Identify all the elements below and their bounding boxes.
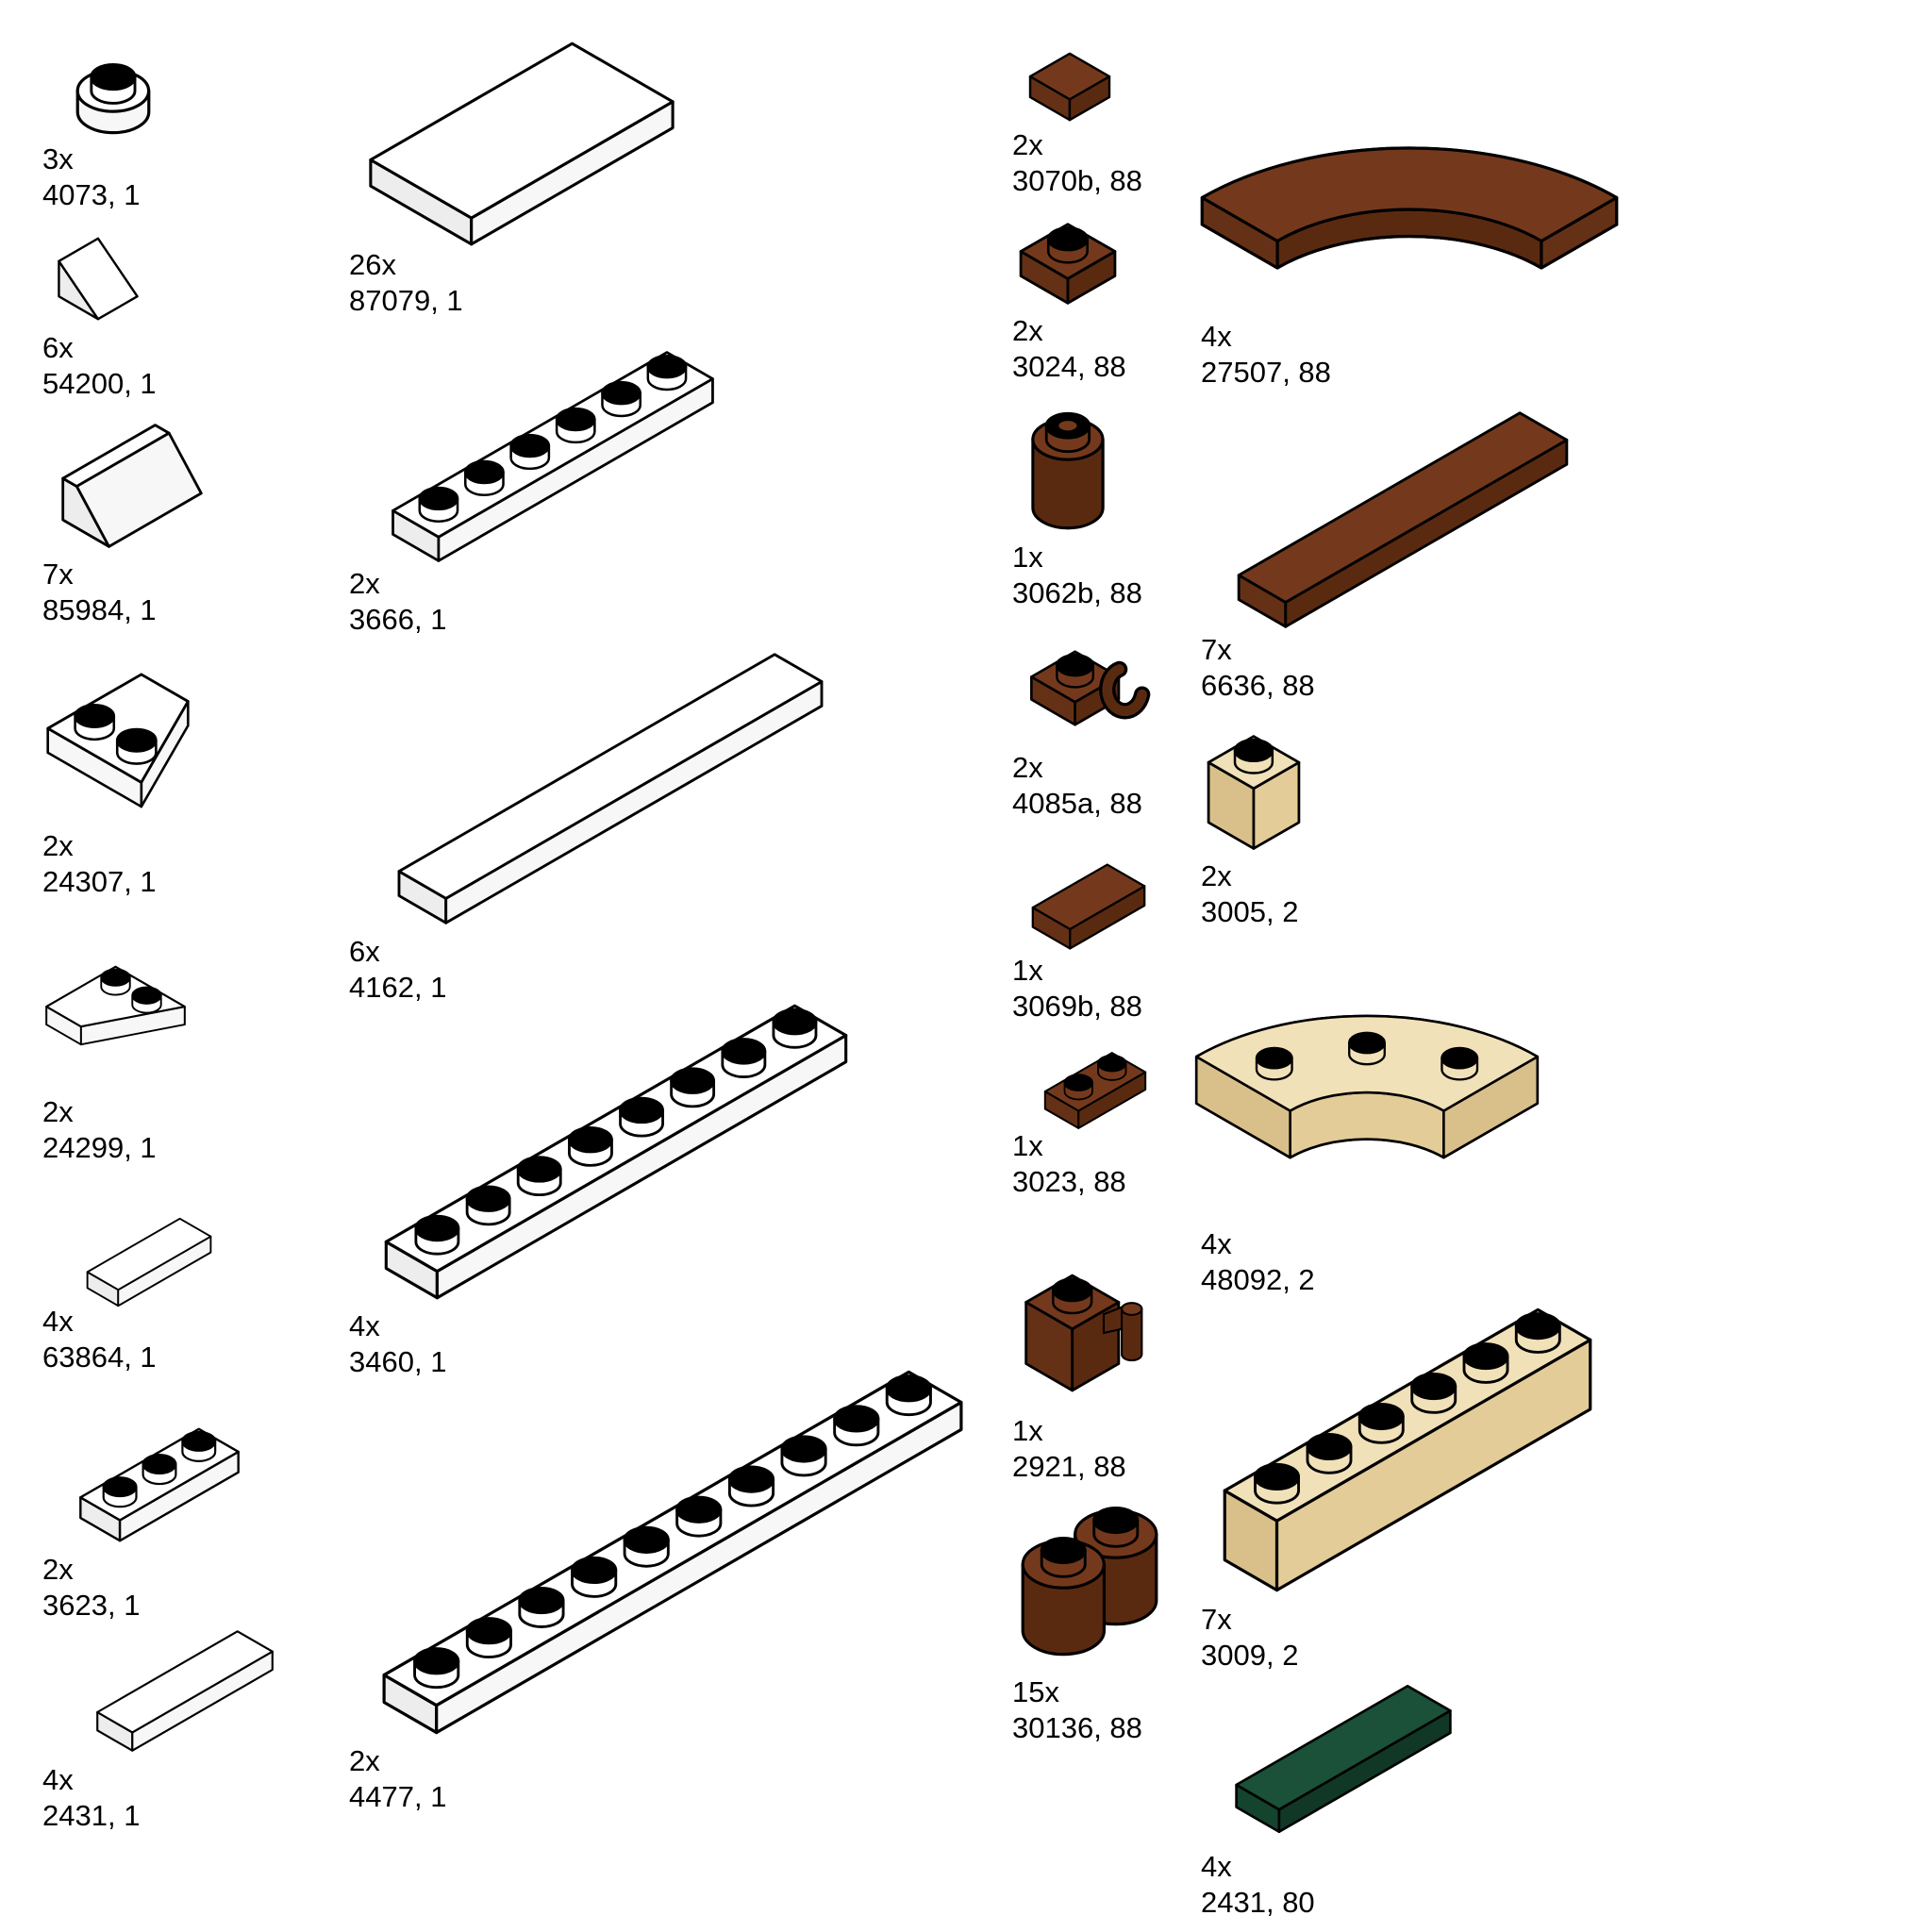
part-quantity: 4x: [1201, 1227, 1232, 1260]
part-image-3069b-tile-icon: [1031, 863, 1146, 950]
part-number: 3623, 1: [42, 1589, 141, 1622]
part-quantity: 2x: [42, 1553, 74, 1586]
part-number: 3062b, 88: [1012, 576, 1142, 609]
part-number: 3005, 2: [1201, 895, 1299, 928]
part-number: 87079, 1: [349, 284, 463, 317]
part-image-3070b-tile-icon: [1028, 52, 1111, 122]
part-quantity: 1x: [1012, 1129, 1043, 1162]
part-image-48092-round-corner-brick-icon: [1194, 1014, 1540, 1159]
part-image-54200-slope-icon: [58, 237, 139, 321]
part-image-27507-curved-tile-icon: [1200, 146, 1619, 270]
part-image-63864-tile-icon: [86, 1217, 212, 1307]
part-image-3460-plate-icon: [384, 1004, 848, 1300]
part-image-3666-plate-icon: [391, 351, 714, 562]
part-image-2431-tile-icon: [96, 1630, 274, 1752]
part-quantity: 1x: [1012, 954, 1043, 987]
part-quantity: 3x: [42, 142, 74, 175]
part-number: 3460, 1: [349, 1345, 447, 1378]
part-quantity: 1x: [1012, 1414, 1043, 1447]
part-number: 3024, 88: [1012, 350, 1126, 383]
part-quantity: 4x: [1201, 1850, 1232, 1883]
part-image-3005-brick-icon: [1207, 735, 1301, 850]
part-number: 30136, 88: [1012, 1711, 1142, 1744]
part-number: 48092, 2: [1201, 1263, 1315, 1296]
part-image-2431-green-tile-icon: [1235, 1684, 1452, 1834]
part-number: 3070b, 88: [1012, 164, 1142, 197]
part-quantity: 2x: [349, 567, 380, 600]
part-number: 4162, 1: [349, 971, 447, 1004]
part-image-24299-wedge-plate-icon: [45, 965, 186, 1046]
part-number: 4085a, 88: [1012, 787, 1142, 820]
part-quantity: 7x: [42, 558, 74, 591]
part-number: 4477, 1: [349, 1780, 447, 1813]
part-number: 3666, 1: [349, 603, 447, 636]
part-quantity: 6x: [349, 935, 380, 968]
part-quantity: 7x: [1201, 633, 1232, 666]
part-number: 54200, 1: [42, 367, 157, 400]
part-image-4477-plate-icon: [382, 1370, 963, 1735]
part-number: 3009, 2: [1201, 1639, 1299, 1672]
part-number: 24299, 1: [42, 1131, 157, 1164]
part-number: 27507, 88: [1201, 356, 1331, 389]
part-quantity: 2x: [1201, 859, 1232, 892]
part-quantity: 1x: [1012, 541, 1043, 574]
part-number: 4073, 1: [42, 178, 141, 211]
part-quantity: 4x: [1201, 320, 1232, 353]
part-quantity: 2x: [1012, 128, 1043, 161]
part-image-87079-tile-icon: [369, 42, 675, 246]
part-quantity: 4x: [42, 1305, 74, 1338]
part-quantity: 2x: [349, 1744, 380, 1777]
part-number: 2431, 80: [1201, 1886, 1315, 1919]
part-image-85984-slope-icon: [61, 424, 203, 548]
part-image-24307-wedge-plate-icon: [46, 673, 190, 808]
part-number: 2921, 88: [1012, 1450, 1126, 1483]
part-number: 3023, 88: [1012, 1165, 1126, 1198]
part-image-6636-tile-icon: [1237, 411, 1569, 628]
part-quantity: 4x: [349, 1309, 380, 1342]
part-number: 3069b, 88: [1012, 990, 1142, 1023]
part-quantity: 26x: [349, 248, 396, 281]
part-image-4073-round-plate-icon: [75, 62, 151, 135]
part-quantity: 2x: [42, 1095, 74, 1128]
part-image-30136-log-brick-icon: [1021, 1506, 1158, 1657]
part-number: 6636, 88: [1201, 669, 1315, 702]
part-image-4162-tile-icon: [397, 653, 824, 924]
part-image-3024-plate-icon: [1019, 223, 1117, 305]
part-image-4085a-clip-plate-icon: [1030, 650, 1151, 726]
part-image-3062b-round-brick-icon: [1031, 411, 1105, 530]
part-image-2921-handle-brick-icon: [1024, 1274, 1143, 1392]
part-number: 2431, 1: [42, 1799, 141, 1832]
part-image-3623-plate-icon: [79, 1427, 240, 1542]
part-quantity: 7x: [1201, 1603, 1232, 1636]
part-quantity: 2x: [1012, 751, 1043, 784]
part-number: 85984, 1: [42, 593, 157, 626]
part-number: 63864, 1: [42, 1341, 157, 1374]
part-quantity: 2x: [42, 829, 74, 862]
part-quantity: 6x: [42, 331, 74, 364]
part-number: 24307, 1: [42, 865, 157, 898]
part-quantity: 4x: [42, 1763, 74, 1796]
part-image-3009-brick-icon: [1223, 1307, 1592, 1592]
part-quantity: 2x: [1012, 314, 1043, 347]
part-image-3023-plate-icon: [1043, 1052, 1147, 1129]
part-quantity: 15x: [1012, 1675, 1059, 1708]
